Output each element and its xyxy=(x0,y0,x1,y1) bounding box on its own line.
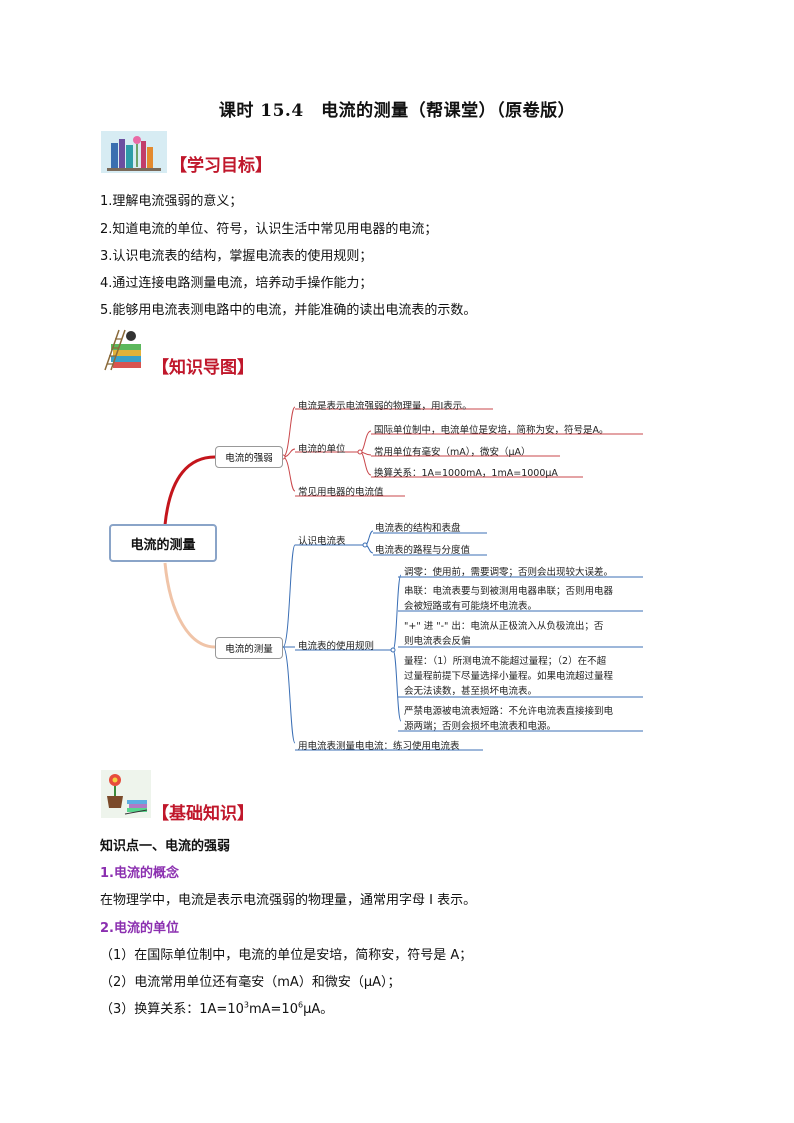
books-flowers-icon xyxy=(101,131,167,173)
mindmap-node: 电流的单位 xyxy=(298,444,346,455)
mindmap-branch-measure: 电流的测量 xyxy=(215,637,283,659)
mindmap-node: 电流表的使用规则 xyxy=(298,641,375,652)
mindmap-node: 认识电流表 xyxy=(298,536,346,547)
mindmap-node: 调零：使用前，需要调零；否则会出现较大误差。 xyxy=(404,567,614,578)
mindmap-node: "+" 进 "-" 出：电流从正极流入从负极流出；否 xyxy=(404,621,604,632)
mindmap-node: 量程：（1）所测电流不能超过量程；（2）在不超 xyxy=(404,656,607,667)
knowledge-point-title: 知识点一、电流的强弱 xyxy=(100,839,231,854)
objective-item: 5.能够用电流表测电路中的电流，并能准确的读出电流表的示数。 xyxy=(100,303,477,318)
mindmap-node: 国际单位制中，电流单位是安培，简称为安，符号是A。 xyxy=(374,425,609,436)
formula-text: μA。 xyxy=(303,1002,334,1017)
mindmap-node: 严禁电源被电流表短路：不允许电流表直接接到电 xyxy=(404,706,614,717)
mindmap-node: 用电流表测量电电流：练习使用电流表 xyxy=(298,741,460,752)
mindmap-node: 常用单位有毫安（mA），微安（μA） xyxy=(374,447,531,458)
mind-map: 电流的测量 电流的强弱 电流的测量 电流是表示电流强弱的物理量，用I表示。 电流… xyxy=(95,385,655,755)
formula-text: mA=10 xyxy=(248,1002,298,1017)
mindmap-node: 电流是表示电流强弱的物理量，用I表示。 xyxy=(298,401,472,412)
mindmap-heading: 【知识导图】 xyxy=(152,358,254,378)
mindmap-branch-strength: 电流的强弱 xyxy=(215,446,283,468)
mindmap-node: 则电流表会反偏 xyxy=(404,636,471,647)
mindmap-node: 串联：电流表要与到被测用电器串联；否则用电器 xyxy=(404,586,614,597)
exponent: 3 xyxy=(243,1000,249,1010)
list-item: （1）在国际单位制中，电流的单位是安培，简称安，符号是 A； xyxy=(100,948,473,963)
mindmap-node: 会无法读数，甚至损坏电流表。 xyxy=(404,686,538,697)
mindmap-node: 常见用电器的电流值 xyxy=(298,487,384,498)
mindmap-node: 换算关系：1A=1000mA，1mA=1000μA xyxy=(374,468,558,479)
subheading: 2.电流的单位 xyxy=(100,921,179,936)
objective-item: 1.理解电流强弱的意义； xyxy=(100,194,243,209)
page-title: 课时 15.4 电流的测量（帮课堂）（原卷版） xyxy=(218,101,576,121)
books-ladder-icon xyxy=(101,326,151,374)
list-item: （2）电流常用单位还有毫安（mA）和微安（μA）； xyxy=(100,975,401,990)
basic-heading: 【基础知识】 xyxy=(152,804,254,824)
subheading: 1.电流的概念 xyxy=(100,866,179,881)
mindmap-node: 电流表的路程与分度值 xyxy=(375,545,471,556)
objective-item: 2.知道电流的单位、符号，认识生活中常见用电器的电流； xyxy=(100,222,438,237)
formula-text: （3）换算关系：1A=10 xyxy=(100,1002,244,1017)
mindmap-node: 电流表的结构和表盘 xyxy=(375,523,461,534)
objectives-heading: 【学习目标】 xyxy=(170,156,272,176)
mindmap-node: 过量程前提下尽量选择小量程。如果电流超过量程 xyxy=(404,671,614,682)
exponent: 6 xyxy=(297,1000,304,1010)
mindmap-node: 会被短路或有可能烧坏电流表。 xyxy=(404,601,538,612)
objective-item: 3.认识电流表的结构，掌握电流表的使用规则； xyxy=(100,249,373,264)
paragraph: 在物理学中，电流是表示电流强弱的物理量，通常用字母 I 表示。 xyxy=(100,893,477,908)
mindmap-root: 电流的测量 xyxy=(109,524,217,562)
mindmap-node: 源两端；否则会损坏电流表和电源。 xyxy=(404,721,557,732)
flower-pot-books-icon xyxy=(101,770,151,818)
list-item: （3）换算关系：1A=103mA=106μA。 xyxy=(100,998,333,1017)
objective-item: 4.通过连接电路测量电流，培养动手操作能力； xyxy=(100,276,373,291)
